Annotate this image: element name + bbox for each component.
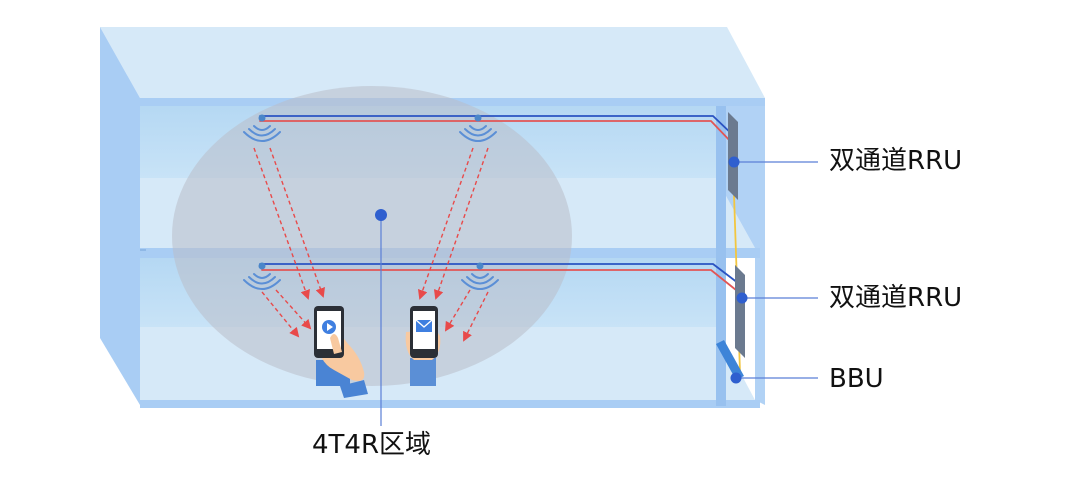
play-glyph [327,323,333,331]
phone-user-video [314,306,368,398]
thumb [330,334,342,354]
wifi-antenna-icon [459,114,497,142]
marker-zone [375,209,387,221]
rru-panel-upper [728,112,738,200]
marker-rru-lower [736,292,748,304]
marker-bbu [730,372,742,384]
callouts [375,156,818,426]
mail-flap [415,319,433,328]
bbu-unit [716,340,744,380]
signal-arrow [269,147,325,298]
coverage-zone [172,86,572,386]
wifi-antenna-icon [243,114,281,142]
signal-arrow [463,291,489,342]
label-rru-upper: 双通道RRU [829,146,963,176]
antennas [243,114,499,290]
signal-arrow [433,147,489,300]
signal-arrows [253,147,489,342]
sleeve-cuff [340,380,368,398]
signal-arrow [417,147,474,300]
rru-panel-lower [735,265,745,358]
left-wall [100,27,140,405]
upper-cable-blue [259,115,736,138]
marker-rru-upper [728,156,740,168]
upper-cable-red [259,120,734,145]
signal-arrow [261,291,300,338]
lower-cable-blue [259,263,739,284]
phone-user-mail [405,306,441,386]
bottom-band [140,400,760,408]
label-rru-lower: 双通道RRU [829,283,963,313]
label-bbu: BBU [829,364,884,394]
label-zone: 4T4R区域 [312,430,432,460]
sleeve [410,358,436,386]
right-pillar [716,106,726,406]
wifi-antenna-icon [243,262,281,290]
roof-slab [100,27,765,98]
signal-arrow [275,289,312,330]
lower-cable-red [261,269,737,291]
signal-arrow [444,289,471,332]
signal-arrow [253,147,310,300]
wifi-antenna-icon [461,262,499,290]
